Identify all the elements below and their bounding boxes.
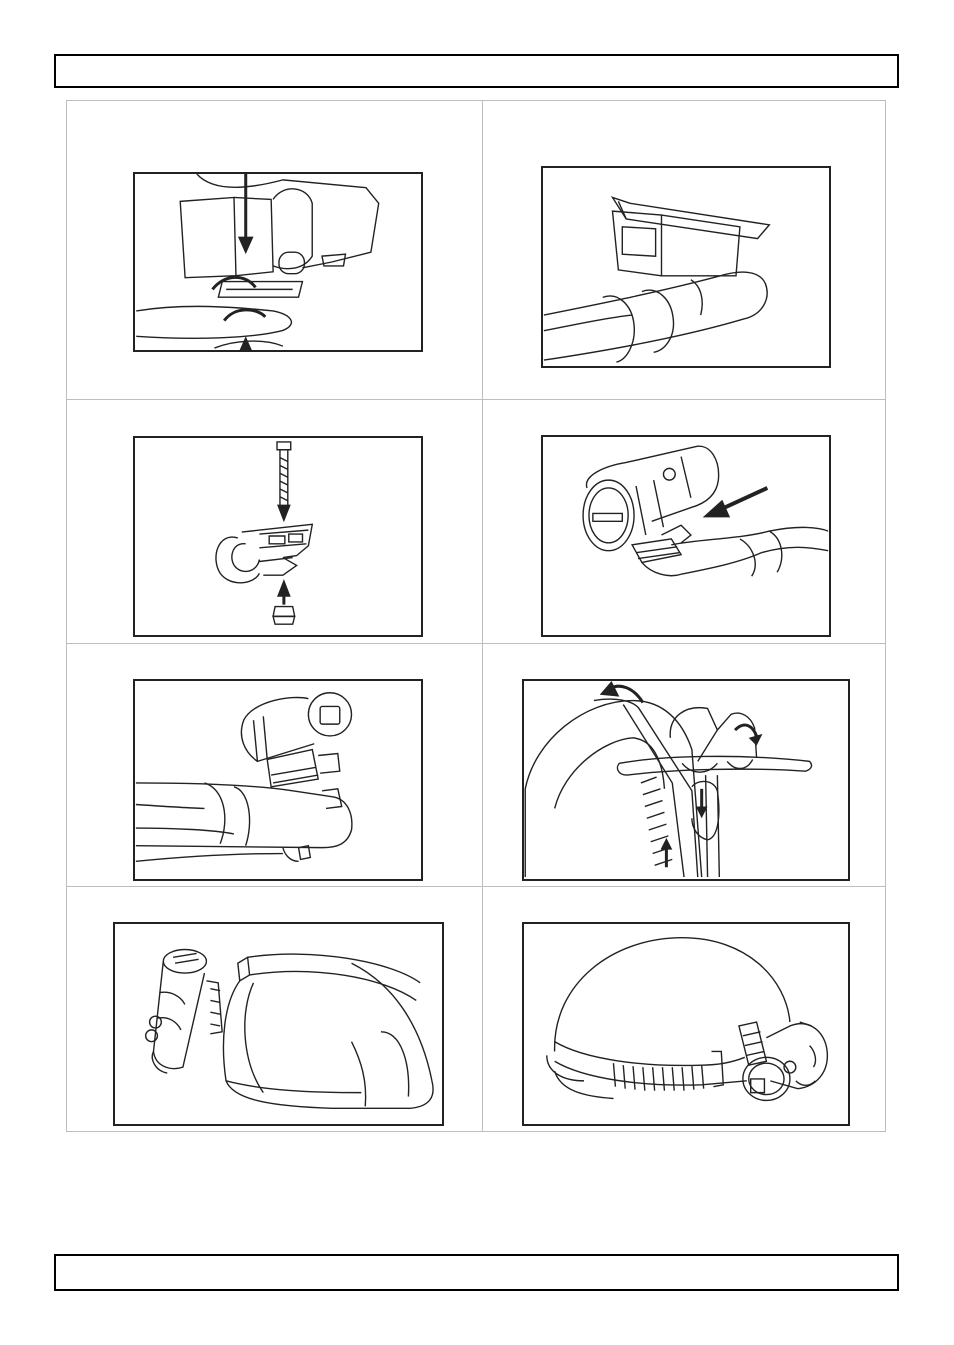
mount-bracket-rotate-illustration	[133, 172, 423, 352]
camera-slide-onto-mount-illustration	[541, 435, 831, 637]
grid-divider-vertical	[482, 100, 483, 1132]
camera-attach-to-helmet-illustration	[113, 922, 444, 1126]
clamp-screw-assembly-illustration	[133, 436, 423, 637]
grid-divider-row-2	[66, 643, 886, 644]
grid-divider-row-1	[66, 399, 886, 400]
camera-mounted-on-helmet-illustration	[522, 922, 850, 1126]
header-bar	[54, 54, 899, 88]
grid-divider-row-3	[66, 886, 886, 887]
helmet-strap-mount-illustration	[522, 679, 850, 881]
camera-mounted-on-handlebar-illustration	[133, 679, 423, 881]
handlebar-bracket-illustration	[541, 166, 831, 368]
footer-bar	[54, 1254, 899, 1291]
